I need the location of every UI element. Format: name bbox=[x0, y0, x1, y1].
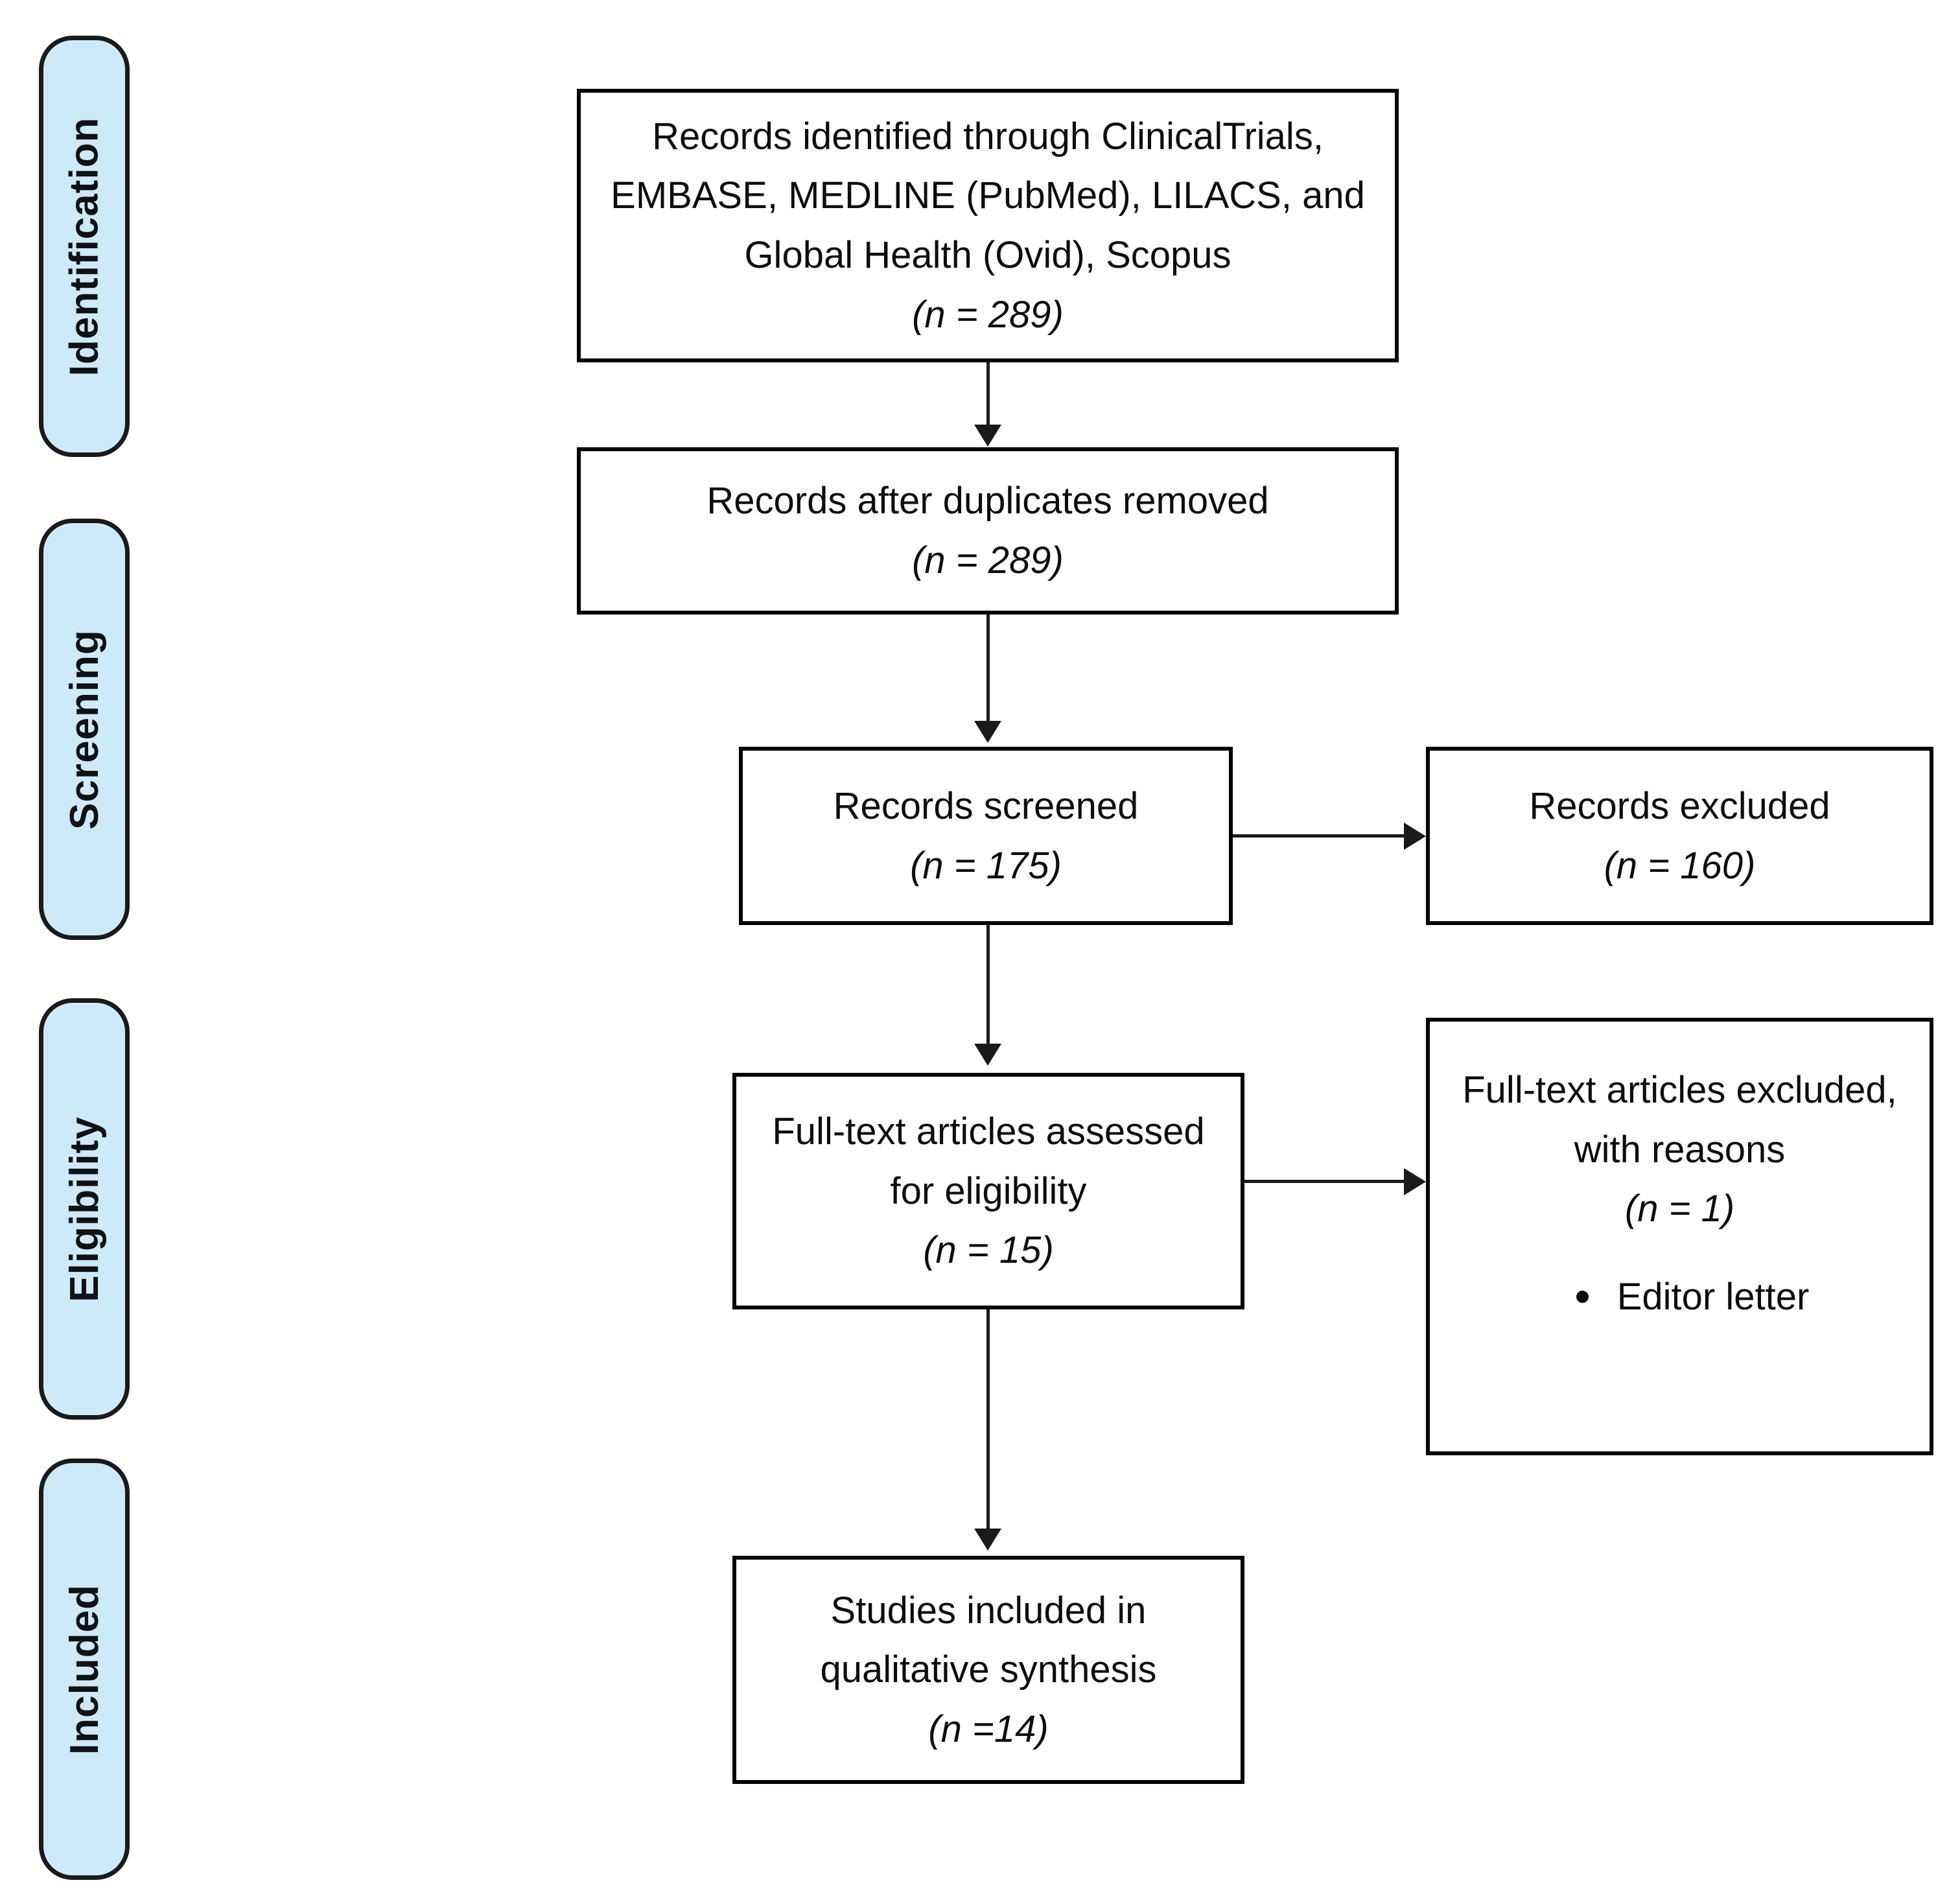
box-studies-included: Studies included in qualitative synthesi… bbox=[732, 1556, 1244, 1784]
stage-label-eligibility: Eligibility bbox=[62, 1116, 107, 1302]
box-records-after-duplicates-line-1: Records after duplicates removed bbox=[706, 480, 1269, 522]
box-records-screened-count: (n = 175) bbox=[910, 844, 1062, 887]
box-records-excluded: Records excluded (n = 160) bbox=[1426, 747, 1933, 925]
stage-label-screening: Screening bbox=[62, 629, 107, 830]
box-records-identified-count: (n = 289) bbox=[912, 293, 1064, 336]
list-item: Editor letter bbox=[1550, 1272, 1810, 1321]
box-fulltext-excluded-count: (n = 1) bbox=[1624, 1188, 1735, 1230]
stage-label-included: Included bbox=[62, 1584, 107, 1755]
arrowhead-duplicates-to-screened bbox=[974, 721, 1001, 743]
connector-fulltext-to-included bbox=[986, 1309, 990, 1533]
stage-pill-identification: Identification bbox=[39, 36, 130, 457]
arrowhead-identified-to-duplicates bbox=[974, 425, 1001, 447]
box-records-excluded-line-1: Records excluded bbox=[1529, 784, 1830, 827]
arrowhead-screened-to-fulltext bbox=[974, 1044, 1001, 1066]
box-fulltext-assessed-line-2: for eligibility bbox=[890, 1169, 1087, 1212]
box-records-after-duplicates-count: (n = 289) bbox=[912, 539, 1064, 581]
box-records-identified-line-3: Global Health (Ovid), Scopus bbox=[744, 234, 1231, 276]
connector-screened-to-fulltext bbox=[986, 925, 990, 1048]
exclusion-reason-label: Editor letter bbox=[1616, 1275, 1810, 1318]
box-records-identified-line-1: Records identified through ClinicalTrial… bbox=[652, 115, 1324, 158]
stage-pill-screening: Screening bbox=[39, 519, 130, 940]
stage-pill-included: Included bbox=[39, 1459, 130, 1880]
connector-duplicates-to-screened bbox=[986, 615, 990, 725]
box-studies-included-line-1: Studies included in bbox=[830, 1589, 1147, 1632]
connector-identified-to-duplicates bbox=[986, 362, 990, 430]
bullet-point-icon bbox=[1576, 1291, 1589, 1304]
box-records-excluded-count: (n = 160) bbox=[1604, 844, 1756, 887]
box-records-identified: Records identified through ClinicalTrial… bbox=[577, 89, 1399, 362]
box-fulltext-excluded-line-1: Full-text articles excluded, bbox=[1462, 1069, 1897, 1111]
stage-pill-eligibility: Eligibility bbox=[39, 998, 130, 1420]
box-records-after-duplicates: Records after duplicates removed (n = 28… bbox=[577, 447, 1399, 615]
connector-screened-to-excluded bbox=[1233, 834, 1406, 838]
arrowhead-fulltext-to-excluded bbox=[1404, 1168, 1426, 1195]
arrowhead-screened-to-excluded bbox=[1404, 823, 1426, 850]
box-studies-included-line-2: qualitative synthesis bbox=[820, 1648, 1157, 1691]
connector-fulltext-to-excluded bbox=[1244, 1180, 1406, 1183]
stage-label-identification: Identification bbox=[62, 117, 107, 376]
box-records-screened: Records screened (n = 175) bbox=[739, 747, 1233, 925]
box-fulltext-assessed: Full-text articles assessed for eligibil… bbox=[732, 1073, 1244, 1309]
box-fulltext-excluded: Full-text articles excluded, with reason… bbox=[1426, 1018, 1933, 1455]
box-records-screened-line-1: Records screened bbox=[833, 784, 1139, 827]
box-fulltext-assessed-count: (n = 15) bbox=[923, 1229, 1054, 1272]
box-fulltext-excluded-line-2: with reasons bbox=[1574, 1128, 1786, 1171]
box-records-identified-line-2: EMBASE, MEDLINE (PubMed), LILACS, and bbox=[611, 174, 1365, 217]
arrowhead-fulltext-to-included bbox=[974, 1529, 1001, 1551]
box-fulltext-assessed-line-1: Full-text articles assessed bbox=[772, 1110, 1205, 1153]
box-studies-included-count: (n =14) bbox=[928, 1707, 1049, 1750]
